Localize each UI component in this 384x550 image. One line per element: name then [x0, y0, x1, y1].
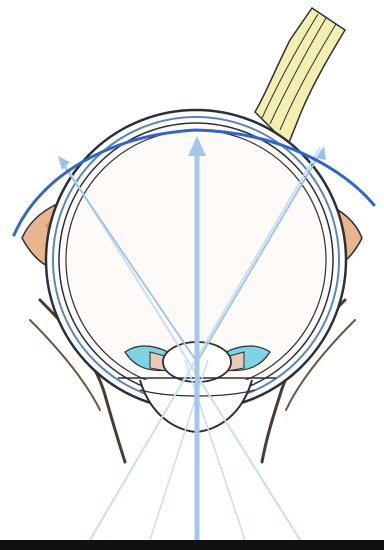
- optic-nerve: [255, 8, 345, 145]
- left-arrowhead: [58, 156, 70, 170]
- frame-bottom-bar: [0, 540, 384, 550]
